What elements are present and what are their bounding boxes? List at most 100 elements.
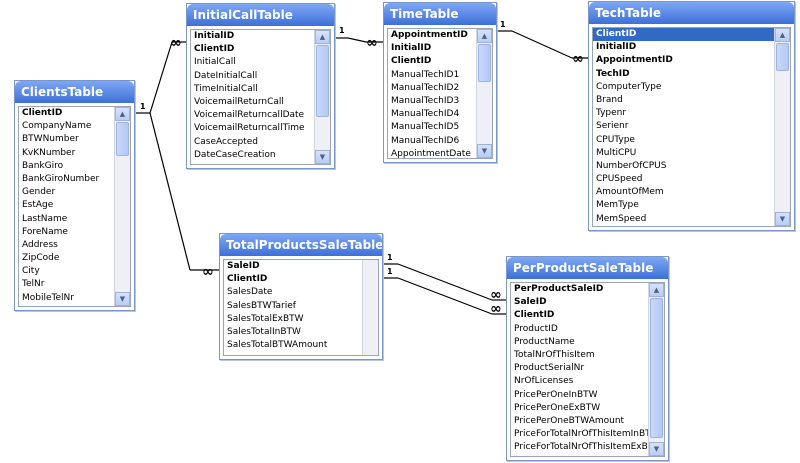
field-row[interactable]: KvKNumber [22,147,76,158]
field-row[interactable]: PriceForTotalNrOfThisItemInBTW [514,429,648,440]
time-table-title[interactable]: TimeTable [384,3,496,25]
tech-table-title[interactable]: TechTable [589,2,794,24]
perproductsale-table[interactable]: PerProductSaleTable PerProductSaleID Sale… [506,256,669,461]
field-row[interactable]: EstAge [22,200,54,211]
field-row[interactable]: SaleID [514,297,547,308]
field-row[interactable]: DateCaseCreation [194,149,276,160]
field-row[interactable]: ProductName [514,336,575,347]
field-row[interactable]: CaseAccepted [194,136,258,147]
initialcall-table-title[interactable]: InitialCallTable [187,4,334,26]
field-row[interactable]: Serienr [596,121,629,132]
field-row[interactable]: InitialID [596,42,637,53]
field-row[interactable]: DateInitialCall [194,70,258,81]
field-row[interactable]: MemType [596,200,639,211]
scroll-down-button[interactable]: ▼ [315,150,330,164]
scrollbar[interactable]: ▲ ▼ [476,29,492,158]
field-row[interactable]: VoicemailReturncallDate [194,110,305,121]
field-row[interactable]: ProductID [514,323,558,334]
field-row[interactable]: PriceForTotalNrOfThisItemExBTW [514,442,648,453]
field-row[interactable]: ClientID [514,310,555,321]
field-row[interactable]: SalesTotalExBTW [227,313,304,324]
field-row[interactable]: ClientID [593,28,774,42]
field-row[interactable]: PricePerOneInBTW [514,389,598,400]
field-row[interactable]: ManualTechID5 [391,122,460,133]
field-row[interactable]: Gender [22,187,56,198]
field-row[interactable]: ForeName [22,226,68,237]
field-row[interactable]: CPUType [596,134,635,145]
field-row[interactable]: SaleID [227,261,260,271]
field-row[interactable]: TelNr [22,279,45,290]
totalproductssale-table-title[interactable]: TotalProductsSaleTable [220,234,382,256]
scrollbar[interactable]: ▲ ▼ [648,283,664,456]
scroll-down-button[interactable]: ▼ [115,292,130,306]
scroll-up-button[interactable]: ▲ [775,28,790,42]
perproductsale-table-title[interactable]: PerProductSaleTable [507,257,668,279]
field-row[interactable]: ManualTechID4 [391,109,460,120]
field-row[interactable]: VoicemailReturncallTime [194,123,305,134]
field-row[interactable]: CPUSpeed [596,174,643,185]
field-row[interactable]: PricePerOneBTWAmount [514,415,625,426]
field-row[interactable]: ClientID [194,44,235,55]
scroll-thumb[interactable] [316,45,329,117]
scrollbar[interactable]: ▲ ▼ [314,30,330,164]
field-row[interactable]: Typenr [596,108,627,119]
field-row[interactable]: SalesTotalInBTW [227,326,301,337]
scroll-thumb[interactable] [478,44,491,82]
scroll-down-button[interactable]: ▼ [649,442,664,456]
field-row[interactable]: SalesDate [227,287,273,298]
field-row[interactable]: AppointmentID [596,55,673,66]
clients-table-title[interactable]: ClientsTable [15,81,134,103]
field-row[interactable]: MultiCPU [596,147,637,158]
field-row[interactable]: NrOfLicenses [514,376,574,387]
field-row[interactable]: AmountOfMem [596,187,664,198]
field-row[interactable]: ManualTechID6 [391,135,460,146]
field-row[interactable]: VoicemailReturnCall [194,96,284,107]
field-row[interactable]: BankGiroNumber [22,173,100,184]
scroll-thumb[interactable] [650,298,663,438]
field-row[interactable]: TimeInitialCall [194,83,258,94]
scroll-down-button[interactable]: ▼ [775,212,790,226]
field-row[interactable]: BTWNumber [22,134,79,145]
field-row[interactable]: ProductSerialNr [514,363,585,374]
field-row[interactable]: BankGiro [22,160,64,171]
field-row[interactable]: ManualTechID3 [391,95,460,106]
scroll-up-button[interactable]: ▲ [477,29,492,43]
scroll-up-button[interactable]: ▲ [649,283,664,297]
field-row[interactable]: AppointmentID [391,30,468,40]
field-row[interactable]: AppointmentDate [391,148,471,158]
field-row[interactable]: ClientID [227,274,268,285]
field-row[interactable]: PerProductSaleID [514,284,604,294]
scrollbar[interactable]: ▲ ▼ [114,107,130,306]
field-row[interactable]: SalesTotalBTWAmount [227,340,328,351]
field-row[interactable]: InitialCall [194,57,236,68]
field-row[interactable]: ClientID [22,108,63,118]
field-row[interactable]: City [22,266,40,277]
field-row[interactable]: TechID [596,68,630,79]
field-row[interactable]: ComputerType [596,81,662,92]
field-row[interactable]: MobileTelNr [22,292,74,303]
field-row[interactable]: ZipCode [22,253,60,264]
scroll-up-button[interactable]: ▲ [115,107,130,121]
field-row[interactable]: PricePerOneExBTW [514,402,601,413]
scroll-up-button[interactable]: ▲ [315,30,330,44]
scroll-thumb[interactable] [776,43,789,71]
field-row[interactable]: Brand [596,94,623,105]
field-list[interactable]: PerProductSaleID SaleID ClientID ProductID P… [511,283,648,456]
field-row[interactable]: NumberOfCPUS [596,160,667,171]
field-row[interactable]: SalesBTWTarief [227,300,296,311]
field-row[interactable]: InitialID [391,43,432,54]
field-row[interactable]: ManualTechID2 [391,82,460,93]
field-row[interactable]: TotalNrOfThisItem [514,349,595,360]
scroll-down-button[interactable]: ▼ [477,144,492,158]
field-row[interactable]: Address [22,239,58,250]
